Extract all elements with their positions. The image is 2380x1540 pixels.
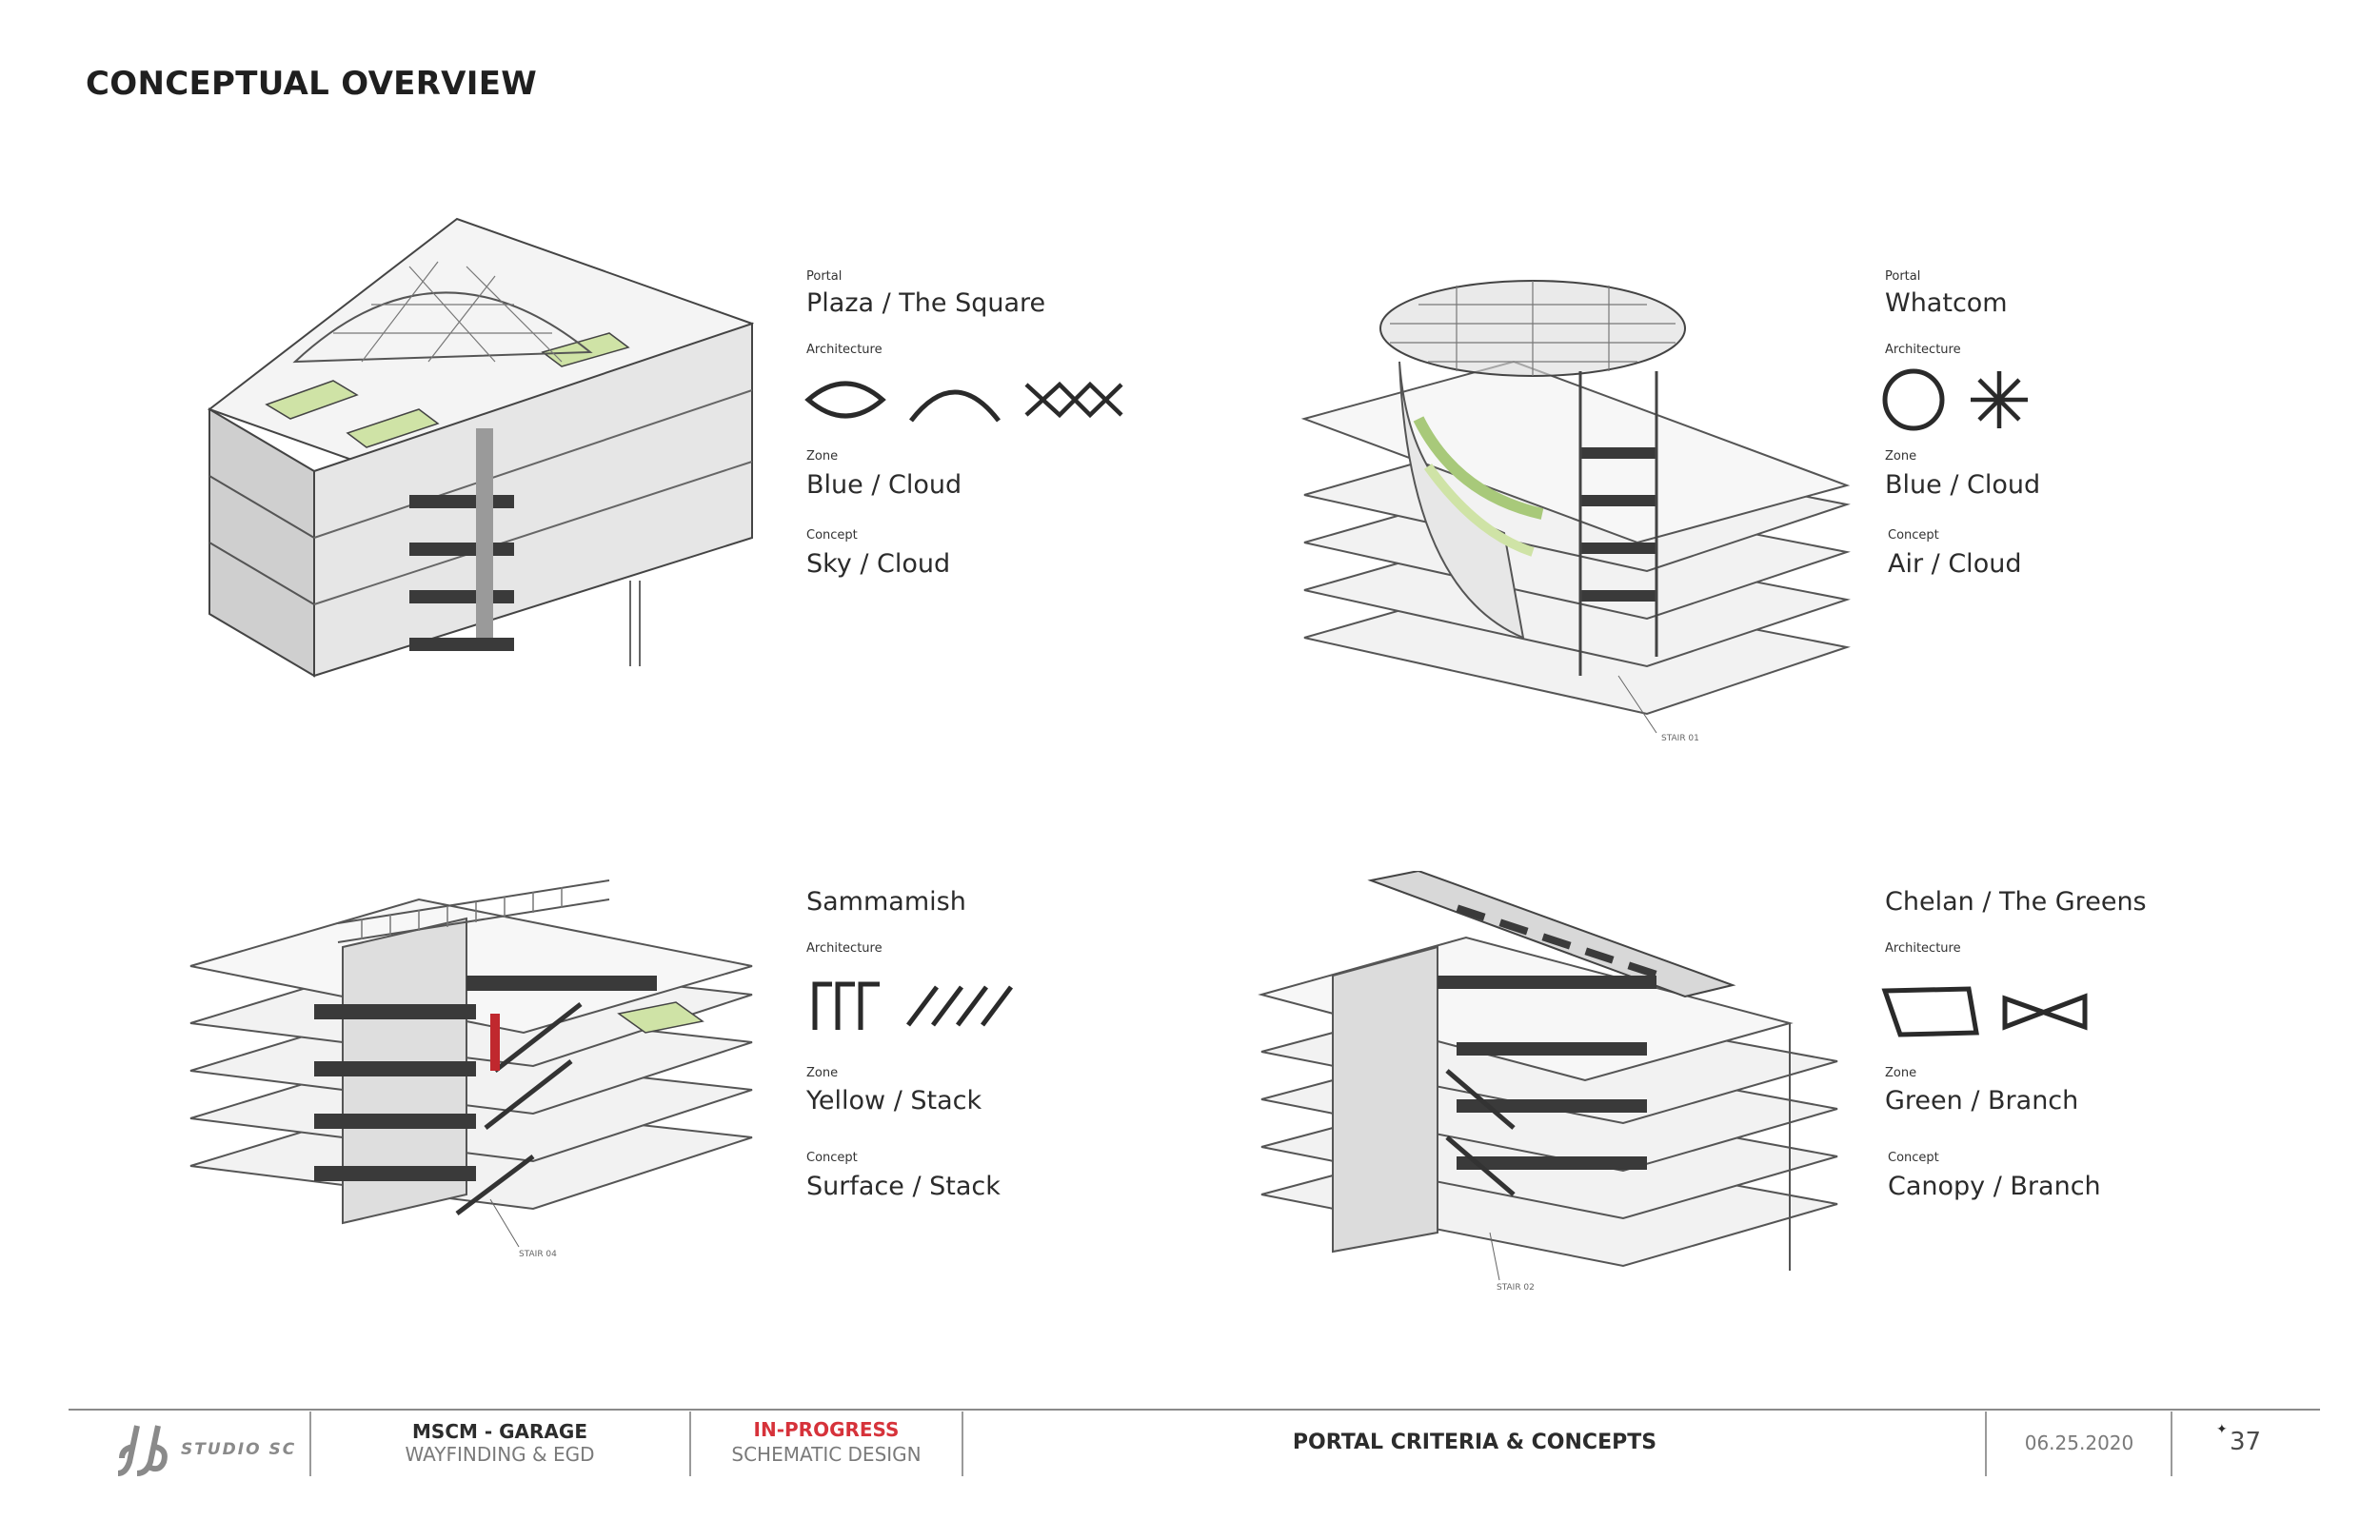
status-title: IN-PROGRESS <box>753 1418 900 1441</box>
circle-shape-icon <box>1882 368 1945 431</box>
bowtie-shape-icon <box>2002 993 2088 1031</box>
triple-bracket-icon <box>812 981 880 1030</box>
architecture-icons <box>804 373 1124 426</box>
architecture-icons <box>1881 367 2032 432</box>
zone-label: Zone <box>1885 1066 1917 1080</box>
building-section-drawing-whatcom: STAIR 01 <box>1295 276 1866 752</box>
concept-label: Concept <box>1888 1151 1939 1165</box>
zone-value: Blue / Cloud <box>1885 470 2041 500</box>
concept-label: Concept <box>1888 528 1939 543</box>
footer-divider <box>962 1412 963 1476</box>
asterisk-shape-icon <box>1971 371 2028 428</box>
portal-name: Chelan / The Greens <box>1885 887 2147 917</box>
studio-logo-text: STUDIO SC <box>181 1440 297 1459</box>
architecture-label: Architecture <box>1885 343 1961 357</box>
zone-label: Zone <box>806 1066 839 1080</box>
studio-logo: STUDIO SC <box>114 1420 296 1479</box>
status-subtitle: SCHEMATIC DESIGN <box>731 1443 922 1466</box>
footer-divider <box>2171 1412 2172 1476</box>
star-icon: ✦ <box>2216 1422 2228 1437</box>
zone-value: Green / Branch <box>1885 1086 2079 1116</box>
portal-name: Sammamish <box>806 887 966 917</box>
architecture-icons <box>1881 985 2089 1038</box>
footer-divider <box>309 1412 311 1476</box>
zigzag-lattice-icon <box>1024 381 1123 419</box>
zone-value: Yellow / Stack <box>806 1086 982 1116</box>
architecture-label: Architecture <box>806 941 883 956</box>
zone-value: Blue / Cloud <box>806 470 962 500</box>
footer-divider <box>689 1412 691 1476</box>
project-title: MSCM - GARAGE <box>412 1420 587 1443</box>
concept-value: Air / Cloud <box>1888 549 2022 579</box>
building-section-drawing-plaza <box>190 190 762 704</box>
studio-logo-icon <box>117 1425 168 1476</box>
architecture-icons <box>811 980 1024 1032</box>
arc-shape-icon <box>909 389 1001 423</box>
building-section-drawing-chelan: STAIR 02 <box>1257 871 1847 1309</box>
diagonal-lines-icon <box>906 985 1013 1027</box>
concept-value: Canopy / Branch <box>1888 1172 2101 1201</box>
footer-rule <box>69 1409 2320 1411</box>
footer-divider <box>1985 1412 1987 1476</box>
project-subtitle: WAYFINDING & EGD <box>405 1443 595 1466</box>
page-number: 37 <box>2230 1428 2262 1456</box>
zone-label: Zone <box>1885 449 1917 464</box>
concept-label: Concept <box>806 528 858 543</box>
architecture-label: Architecture <box>1885 941 1961 956</box>
lens-shape-icon <box>804 381 886 419</box>
concept-value: Sky / Cloud <box>806 549 951 579</box>
building-section-drawing-sammamish: STAIR 04 <box>181 871 771 1280</box>
portal-label: Portal <box>806 269 843 284</box>
portal-name: Whatcom <box>1885 288 2008 318</box>
portal-name: Plaza / The Square <box>806 288 1046 318</box>
architecture-label: Architecture <box>806 343 883 357</box>
concept-label: Concept <box>806 1151 858 1165</box>
stair-callout: STAIR 02 <box>1497 1283 1535 1293</box>
section-title: PORTAL CRITERIA & CONCEPTS <box>1292 1431 1657 1454</box>
zone-label: Zone <box>806 449 839 464</box>
parallelogram-shape-icon <box>1881 986 1979 1037</box>
stair-callout: STAIR 04 <box>519 1250 557 1259</box>
concept-value: Surface / Stack <box>806 1172 1001 1201</box>
footer-date: 06.25.2020 <box>2024 1431 2134 1454</box>
portal-label: Portal <box>1885 269 1921 284</box>
page-title: CONCEPTUAL OVERVIEW <box>86 65 538 103</box>
stair-callout: STAIR 01 <box>1661 734 1699 743</box>
